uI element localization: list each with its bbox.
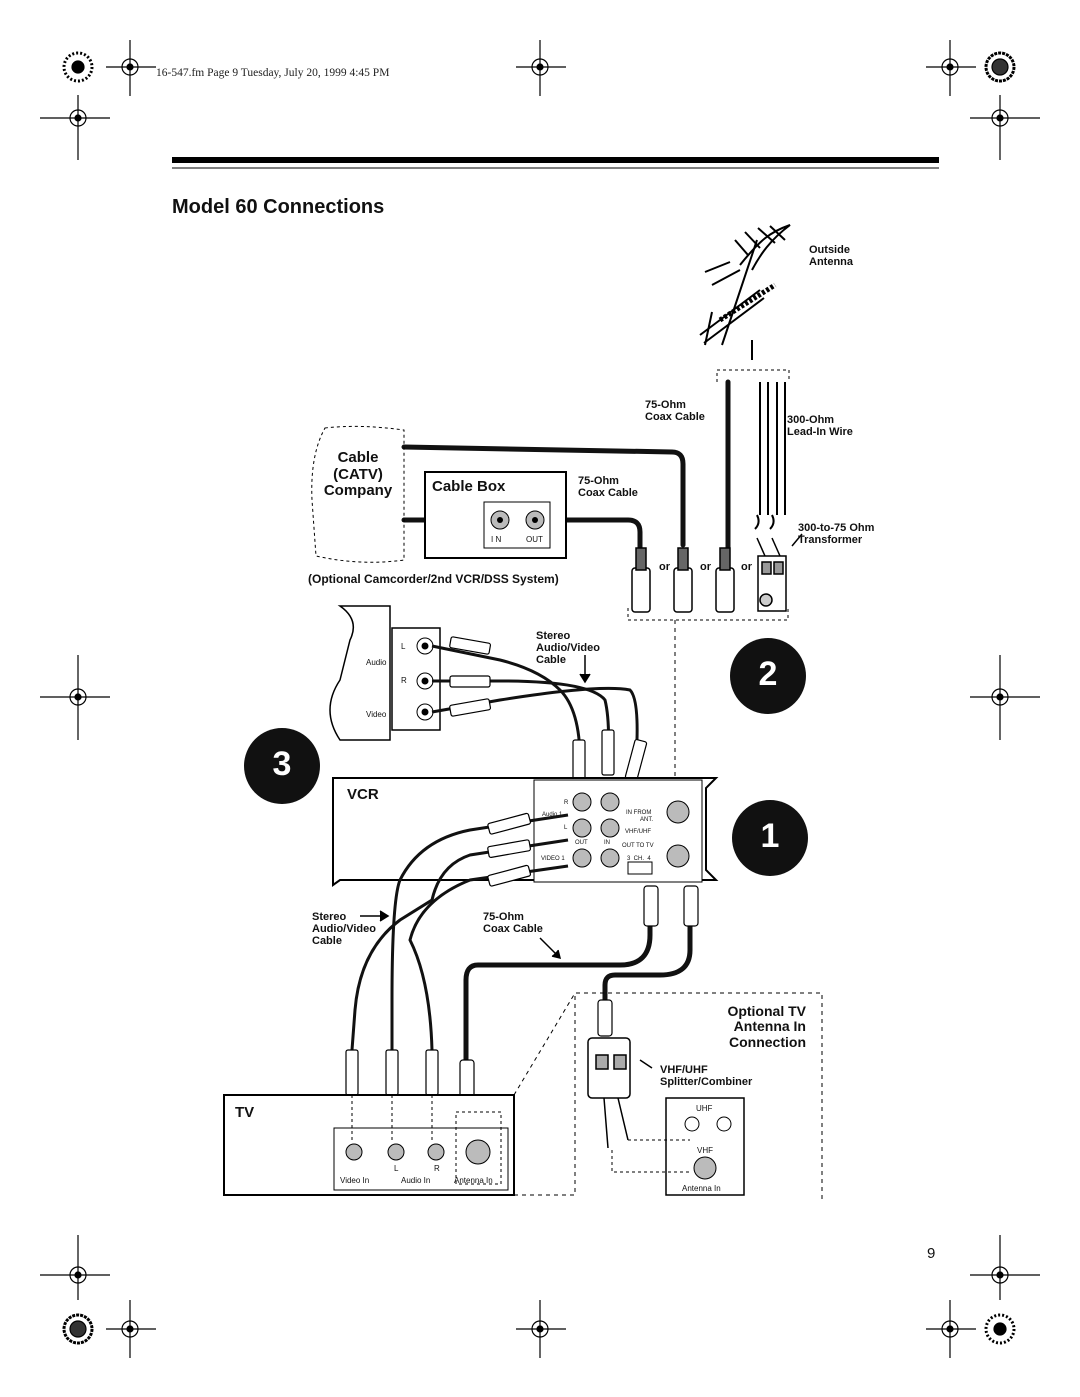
label-tv-audio-in: Audio In <box>401 1176 431 1185</box>
cable-company-bubble <box>311 425 405 563</box>
tv-icon <box>223 1094 515 1196</box>
label-cable-box: Cable Box <box>432 478 506 495</box>
crop-mark-icon <box>970 1235 1040 1300</box>
label-cam-l: L <box>401 642 406 651</box>
label-vcr-vhfuhf: VHF/UHF <box>625 829 651 835</box>
crop-mark-icon <box>106 1300 156 1358</box>
label-vcr-in: IN <box>604 840 610 846</box>
outside-antenna-icon <box>699 224 791 360</box>
label-tv-antenna-in: Antenna In <box>454 1176 493 1185</box>
label-tv-r: R <box>434 1164 440 1173</box>
rca-plug-icon <box>345 812 699 1101</box>
label-cam-audio: Audio <box>366 658 387 667</box>
crop-mark-icon <box>106 40 156 96</box>
antenna-in-box <box>665 1097 745 1196</box>
vcr-icon <box>332 777 719 887</box>
step-circle-1 <box>732 800 808 876</box>
label-antenna-in: Antenna In <box>682 1184 721 1193</box>
cable-box-icon <box>424 471 567 559</box>
label-vcr-out-to-tv: OUT TO TV <box>622 843 654 849</box>
transformer-icon <box>756 537 787 612</box>
page-title: Model 60 Connections <box>172 196 385 218</box>
label-or-2: or <box>700 561 711 573</box>
label-cable-company: Cable(CATV)Company <box>323 449 393 499</box>
crop-mark-icon <box>40 655 110 740</box>
optional-connection-region <box>514 992 823 1200</box>
label-vcr-l: L <box>564 825 568 831</box>
label-vcr: VCR <box>347 786 379 803</box>
label-cam-r: R <box>401 676 407 685</box>
label-tv-l: L <box>394 1164 399 1173</box>
crop-mark-icon <box>970 95 1040 160</box>
label-vcr-r: R <box>564 800 569 806</box>
label-vcr-video1: VIDEO 1 <box>541 856 565 862</box>
label-vcr-ch: 3 CH. 4 <box>627 856 651 862</box>
lead-in-wire <box>754 382 786 530</box>
step-number-3: 3 <box>272 745 292 783</box>
arrow-icon <box>360 533 803 1069</box>
label-tv: TV <box>235 1104 255 1121</box>
crop-mark-icon <box>926 40 976 96</box>
crop-mark-icon <box>926 1300 976 1358</box>
camcorder-panel <box>329 605 441 741</box>
label-tv-video-in: Video In <box>340 1176 370 1185</box>
label-vhf: VHF <box>697 1146 713 1155</box>
step-circle-2 <box>730 638 806 714</box>
crop-mark-icon <box>516 40 566 96</box>
star-target-icon <box>984 51 1016 83</box>
rca-plug-icon <box>449 636 648 782</box>
label-optional-system: (Optional Camcorder/2nd VCR/DSS System) <box>308 572 559 586</box>
step-number-1: 1 <box>760 817 780 855</box>
star-target-icon <box>984 1313 1016 1345</box>
label-box-out: OUT <box>526 535 543 544</box>
title-rule <box>172 157 939 163</box>
coax-plug-icon <box>631 547 735 613</box>
star-target-icon <box>62 51 94 83</box>
label-box-in: I N <box>491 535 502 544</box>
step-circle-3 <box>244 728 320 804</box>
label-uhf: UHF <box>696 1104 713 1113</box>
crop-mark-icon <box>516 1300 566 1358</box>
av-cables-bottom <box>350 813 569 1051</box>
splitter-icon <box>587 1037 631 1149</box>
crop-mark-icon <box>40 95 110 160</box>
print-info: 16-547.fm Page 9 Tuesday, July 20, 1999 … <box>156 67 390 79</box>
label-vcr-out: OUT <box>575 840 588 846</box>
crop-mark-icon <box>970 655 1040 740</box>
label-or-1: or <box>659 561 670 573</box>
step-number-2: 2 <box>758 655 778 693</box>
star-target-icon <box>62 1313 94 1345</box>
label-vcr-audio1: Audio 1 <box>542 812 563 818</box>
crop-mark-icon <box>40 1235 110 1300</box>
page-number: 9 <box>927 1245 936 1262</box>
label-cam-video: Video <box>366 710 387 719</box>
registration-marks <box>40 40 1040 1358</box>
label-or-3: or <box>741 561 752 573</box>
